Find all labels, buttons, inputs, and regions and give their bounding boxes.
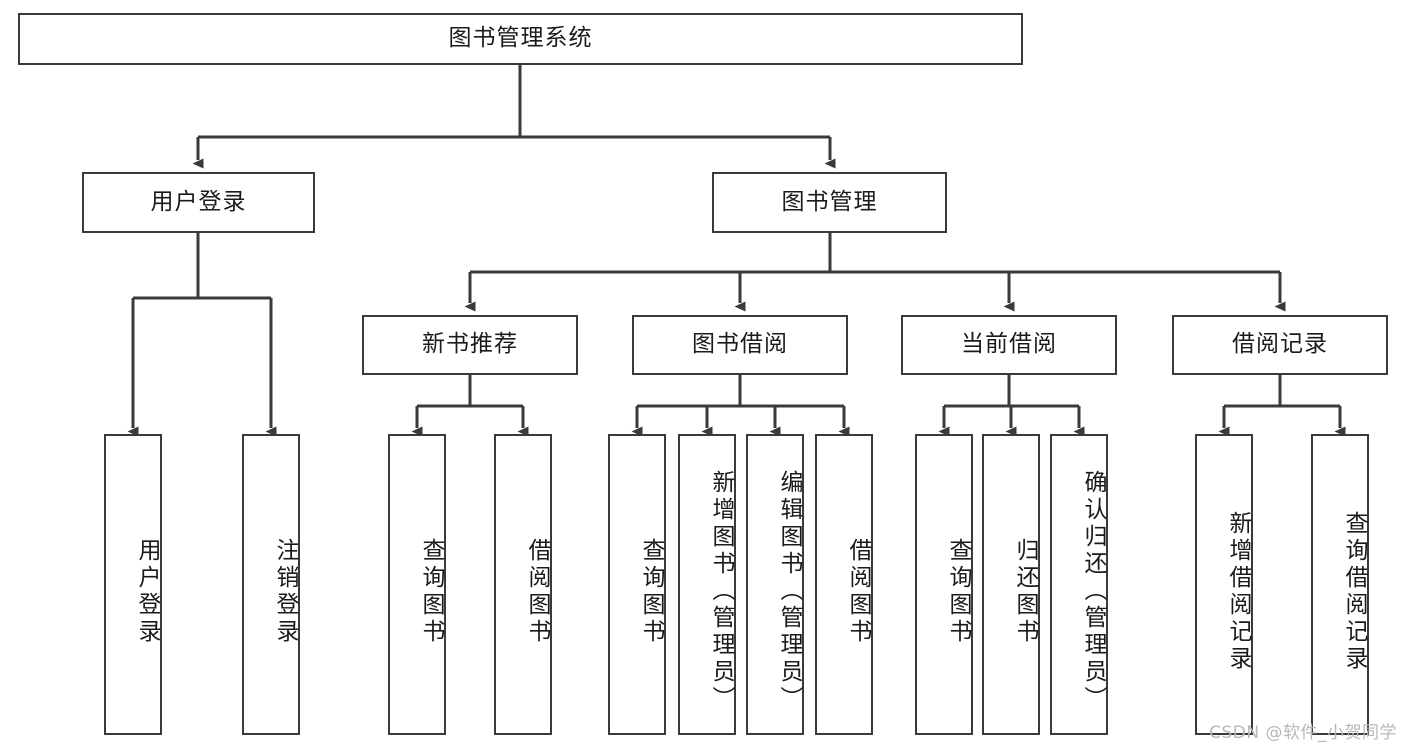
node-leaf-query-record-label: 查询借阅记录 — [1341, 510, 1367, 673]
node-new-book-recommend-label: 新书推荐 — [422, 331, 518, 358]
node-leaf-borrow-book-2[interactable]: 借阅图书 — [815, 434, 873, 735]
node-current-borrow-label: 当前借阅 — [961, 331, 1057, 358]
node-leaf-user-login-label: 用户登录 — [134, 537, 160, 646]
node-leaf-borrow-book-1-label: 借阅图书 — [524, 537, 550, 646]
node-book-manage-label: 图书管理 — [781, 188, 878, 215]
node-root-label: 图书管理系统 — [448, 25, 593, 52]
node-leaf-query-book-2[interactable]: 查询图书 — [608, 434, 666, 735]
node-leaf-user-login[interactable]: 用户登录 — [104, 434, 162, 735]
node-current-borrow[interactable]: 当前借阅 — [901, 315, 1117, 375]
node-leaf-return-book[interactable]: 归还图书 — [982, 434, 1040, 735]
node-borrow-record-label: 借阅记录 — [1232, 331, 1328, 358]
node-leaf-add-book-label: 新增图书（管理员） — [708, 470, 734, 713]
node-leaf-add-record[interactable]: 新增借阅记录 — [1195, 434, 1253, 735]
node-book-borrow-label: 图书借阅 — [692, 331, 788, 358]
node-leaf-edit-book[interactable]: 编辑图书（管理员） — [746, 434, 804, 735]
node-leaf-borrow-book-1[interactable]: 借阅图书 — [494, 434, 552, 735]
node-user-login[interactable]: 用户登录 — [82, 172, 315, 233]
node-leaf-query-book-1-label: 查询图书 — [418, 537, 444, 646]
node-book-manage[interactable]: 图书管理 — [712, 172, 947, 233]
node-book-borrow[interactable]: 图书借阅 — [632, 315, 848, 375]
node-leaf-user-logout[interactable]: 注销登录 — [242, 434, 300, 735]
node-leaf-add-book[interactable]: 新增图书（管理员） — [678, 434, 736, 735]
node-user-login-label: 用户登录 — [150, 188, 247, 215]
node-leaf-confirm-return[interactable]: 确认归还（管理员） — [1050, 434, 1108, 735]
node-leaf-confirm-return-label: 确认归还（管理员） — [1080, 470, 1106, 713]
node-leaf-return-book-label: 归还图书 — [1012, 537, 1038, 646]
node-leaf-query-record[interactable]: 查询借阅记录 — [1311, 434, 1369, 735]
node-borrow-record[interactable]: 借阅记录 — [1172, 315, 1388, 375]
csdn-watermark: CSDN @软件_小贺同学 — [1209, 723, 1397, 743]
node-leaf-edit-book-label: 编辑图书（管理员） — [776, 470, 802, 713]
node-leaf-add-record-label: 新增借阅记录 — [1225, 510, 1251, 673]
node-leaf-query-book-3[interactable]: 查询图书 — [915, 434, 973, 735]
node-leaf-query-book-2-label: 查询图书 — [638, 537, 664, 646]
node-new-book-recommend[interactable]: 新书推荐 — [362, 315, 578, 375]
node-root[interactable]: 图书管理系统 — [18, 13, 1023, 65]
node-leaf-borrow-book-2-label: 借阅图书 — [845, 537, 871, 646]
node-leaf-query-book-1[interactable]: 查询图书 — [388, 434, 446, 735]
node-leaf-user-logout-label: 注销登录 — [272, 537, 298, 646]
node-leaf-query-book-3-label: 查询图书 — [945, 537, 971, 646]
